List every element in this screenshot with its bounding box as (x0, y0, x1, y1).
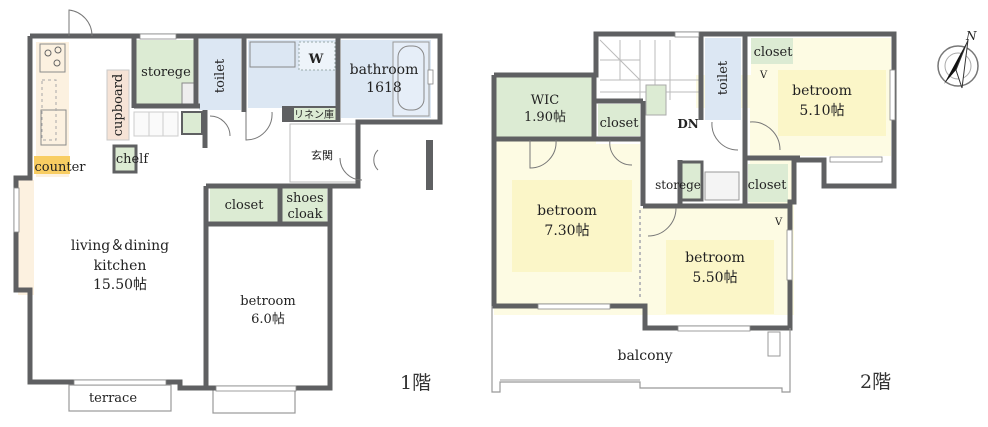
wic-label: WIC (531, 93, 559, 108)
bedroom-size-1f: 6.0帖 (251, 312, 285, 327)
shelf (112, 144, 138, 174)
bedroom-ne-size: 5.10帖 (799, 103, 844, 119)
bedroom-s-size: 5.50帖 (692, 270, 737, 286)
washroom-mark: W (308, 52, 324, 67)
bathroom-label: bathroom (350, 62, 419, 78)
terrace-label: terrace (89, 391, 137, 406)
closet-label-1f: closet (225, 198, 265, 213)
floor-1-plan: storege toilet W bathroom 1618 リネン庫 玄関 c… (13, 9, 443, 414)
door-swings-1f (68, 9, 379, 181)
door-swings-2f (529, 121, 781, 237)
stairs-dn-label: DN (677, 117, 698, 131)
toilet-room-2f (705, 38, 741, 120)
closet-2f-a (598, 104, 640, 136)
counter-label: counter (35, 160, 87, 175)
closet-label-2f-b: closet (754, 45, 794, 60)
floor-1-label: 1階 (400, 372, 431, 394)
svg-text:V: V (759, 70, 768, 81)
floor-2-label: 2階 (860, 371, 891, 393)
cloak-label: cloak (288, 207, 323, 222)
sink-icon (40, 109, 67, 146)
svg-text:V: V (774, 217, 783, 228)
linen-label: リネン庫 (294, 108, 334, 121)
bedroom-w-label: betroom (537, 203, 597, 219)
wic-size: 1.90帖 (524, 110, 566, 125)
floor-2-plan: V V WIC 1.90帖 closet DN toilet closet be… (491, 31, 897, 393)
bedroom-ne-label: betroom (792, 83, 852, 99)
storage-label-2f: storege (655, 178, 701, 192)
toilet-room (199, 38, 241, 110)
compass-icon: N (937, 29, 979, 89)
cupboard-label: cupboard (111, 74, 126, 136)
entrance-label: 玄関 (311, 148, 333, 162)
shoes-label: shoes (286, 191, 323, 206)
toilet-label-2f: toilet (716, 60, 731, 95)
bedroom-w-size: 7.30帖 (544, 223, 589, 239)
shoes-cloak (282, 188, 327, 222)
terrace (68, 384, 172, 412)
bedroom-1f (208, 226, 328, 388)
storage-label: storege (141, 65, 191, 80)
ldk-label-line1: living＆dining (71, 238, 169, 254)
balcony-label: balcony (618, 348, 673, 364)
cupboard (106, 69, 130, 141)
toilet-label-1f: toilet (213, 58, 228, 93)
bedroom-label-1f: betroom (240, 294, 295, 309)
bathroom-size: 1618 (366, 80, 402, 96)
entrance (289, 123, 361, 183)
ldk-label-line2: kitchen (94, 258, 147, 274)
closet-2f-c (748, 164, 788, 202)
compass-north-label: N (965, 29, 977, 43)
ldk-size: 15.50帖 (93, 277, 147, 293)
closet-1f (210, 188, 278, 222)
closet-label-2f-a: closet (600, 116, 640, 131)
counter-tag (34, 156, 70, 174)
stove-icon (39, 43, 66, 73)
shelf-label: chelf (116, 152, 150, 167)
closet-label-2f-c: closet (748, 178, 788, 193)
bedroom-s-label: betroom (685, 250, 745, 266)
wic-room (496, 77, 592, 137)
